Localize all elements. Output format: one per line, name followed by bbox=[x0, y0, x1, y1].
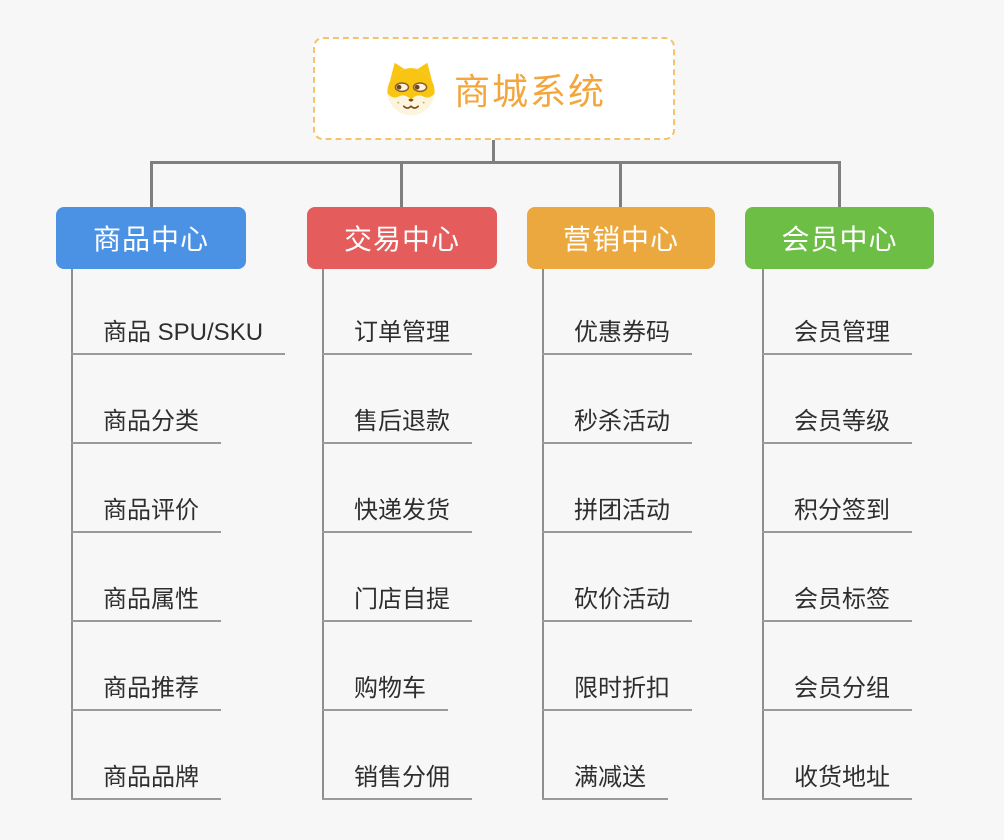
leaf-topic[interactable]: 积分签到 bbox=[762, 487, 912, 533]
leaf-topic[interactable]: 商品评价 bbox=[71, 487, 221, 533]
leaf-topic[interactable]: 优惠券码 bbox=[542, 309, 692, 355]
column-trunk-line-2 bbox=[322, 269, 324, 800]
leaf-topic[interactable]: 满减送 bbox=[542, 754, 668, 800]
leaf-topic[interactable]: 会员分组 bbox=[762, 665, 912, 711]
leaf-topic[interactable]: 订单管理 bbox=[322, 309, 472, 355]
leaf-topic[interactable]: 快递发货 bbox=[322, 487, 472, 533]
root-topic-label: 商城系统 bbox=[453, 70, 606, 112]
leaf-topic[interactable]: 砍价活动 bbox=[542, 576, 692, 622]
branch-topic-marketing-center[interactable]: 营销中心 bbox=[527, 207, 715, 269]
branch-connector-drop-1 bbox=[150, 161, 153, 207]
leaf-topic[interactable]: 限时折扣 bbox=[542, 665, 692, 711]
branch-connector-drop-4 bbox=[838, 161, 841, 207]
leaf-topic[interactable]: 商品分类 bbox=[71, 398, 221, 444]
leaf-topic[interactable]: 销售分佣 bbox=[322, 754, 472, 800]
leaf-topic[interactable]: 拼团活动 bbox=[542, 487, 692, 533]
leaf-topic[interactable]: 商品 SPU/SKU bbox=[71, 309, 286, 355]
branch-topic-product-center[interactable]: 商品中心 bbox=[56, 207, 246, 269]
leaf-topic[interactable]: 会员等级 bbox=[762, 398, 912, 444]
column-trunk-line-3 bbox=[542, 269, 544, 800]
column-trunk-line-4 bbox=[762, 269, 764, 800]
root-connector-line bbox=[492, 140, 495, 163]
dog-face-icon bbox=[387, 62, 435, 115]
branch-topic-member-center[interactable]: 会员中心 bbox=[745, 207, 934, 269]
leaf-topic[interactable]: 会员标签 bbox=[762, 576, 912, 622]
leaf-topic[interactable]: 商品推荐 bbox=[71, 665, 221, 711]
leaf-topic[interactable]: 购物车 bbox=[322, 665, 448, 711]
branch-connector-drop-2 bbox=[400, 161, 403, 207]
leaf-topic[interactable]: 会员管理 bbox=[762, 309, 912, 355]
branch-connector-drop-3 bbox=[619, 161, 622, 207]
branch-connector-rail bbox=[150, 161, 841, 164]
branch-topic-trade-center[interactable]: 交易中心 bbox=[307, 207, 497, 269]
leaf-topic[interactable]: 收货地址 bbox=[762, 754, 912, 800]
leaf-topic[interactable]: 售后退款 bbox=[322, 398, 472, 444]
root-topic[interactable]: 商城系统 bbox=[313, 37, 675, 140]
leaf-topic[interactable]: 秒杀活动 bbox=[542, 398, 692, 444]
column-trunk-line-1 bbox=[71, 269, 73, 800]
leaf-topic[interactable]: 商品品牌 bbox=[71, 754, 221, 800]
leaf-topic[interactable]: 商品属性 bbox=[71, 576, 221, 622]
leaf-topic[interactable]: 门店自提 bbox=[322, 576, 472, 622]
